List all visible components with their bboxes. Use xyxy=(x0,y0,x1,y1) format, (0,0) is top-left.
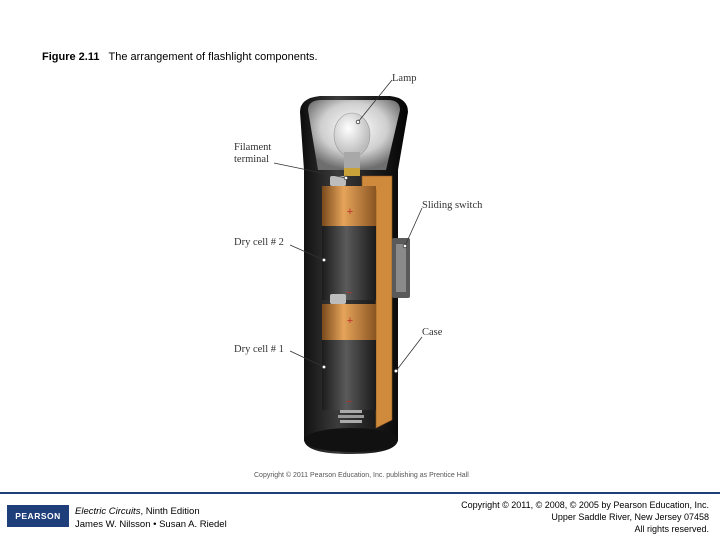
dry-cell-1 xyxy=(322,294,376,410)
book-title: Electric Circuits xyxy=(75,506,141,517)
leader-lamp xyxy=(357,79,393,123)
label-dry-cell-2: Dry cell # 2 xyxy=(234,237,284,248)
label-sliding-switch: Sliding switch xyxy=(422,200,483,211)
pearson-logo: PEARSON xyxy=(7,505,69,527)
dry-cell-2 xyxy=(322,176,376,300)
figure-title: Figure 2.11 The arrangement of flashlight… xyxy=(42,51,318,63)
book-authors: James W. Nilsson • Susan A. Riedel xyxy=(75,519,227,530)
footer-rule xyxy=(0,492,720,494)
sliding-switch xyxy=(392,238,410,298)
leader-dry-cell-2 xyxy=(289,244,325,261)
book-edition: , Ninth Edition xyxy=(140,506,200,517)
figure-number: Figure 2.11 xyxy=(42,51,100,63)
cell-2-plus-mark: + xyxy=(347,206,353,218)
cell-1-minus-mark: − xyxy=(346,396,352,408)
copyright-line-2: Upper Saddle River, New Jersey 07458 xyxy=(551,512,709,522)
leader-dry-cell-1 xyxy=(289,350,325,368)
image-credit: Copyright © 2011 Pearson Education, Inc.… xyxy=(254,472,469,479)
copyright-line-3: All rights reserved. xyxy=(634,524,709,534)
leader-sliding-switch xyxy=(404,207,423,247)
label-filament-terminal-line2: terminal xyxy=(234,154,269,165)
copyright-line-1: Copyright © 2011, © 2008, © 2005 by Pear… xyxy=(461,500,709,510)
cell-1-plus-mark: + xyxy=(347,315,353,327)
label-dry-cell-1: Dry cell # 1 xyxy=(234,344,284,355)
book-title-line: Electric Circuits, Ninth Edition xyxy=(75,505,227,518)
cell-2-minus-mark: − xyxy=(346,287,352,299)
leader-filament-terminal xyxy=(273,162,347,179)
label-case: Case xyxy=(422,327,443,338)
book-info: Electric Circuits, Ninth Edition James W… xyxy=(75,505,227,531)
leader-dots xyxy=(321,119,408,374)
leader-lines xyxy=(273,79,423,372)
figure-caption: The arrangement of flashlight components… xyxy=(108,51,318,63)
label-filament-terminal-line1: Filament xyxy=(234,142,271,153)
spring xyxy=(338,410,364,423)
leader-case xyxy=(395,336,423,372)
copyright-notice: Copyright © 2011, © 2008, © 2005 by Pear… xyxy=(461,499,709,535)
label-lamp: Lamp xyxy=(392,73,417,84)
lamp-bulb xyxy=(333,112,371,176)
